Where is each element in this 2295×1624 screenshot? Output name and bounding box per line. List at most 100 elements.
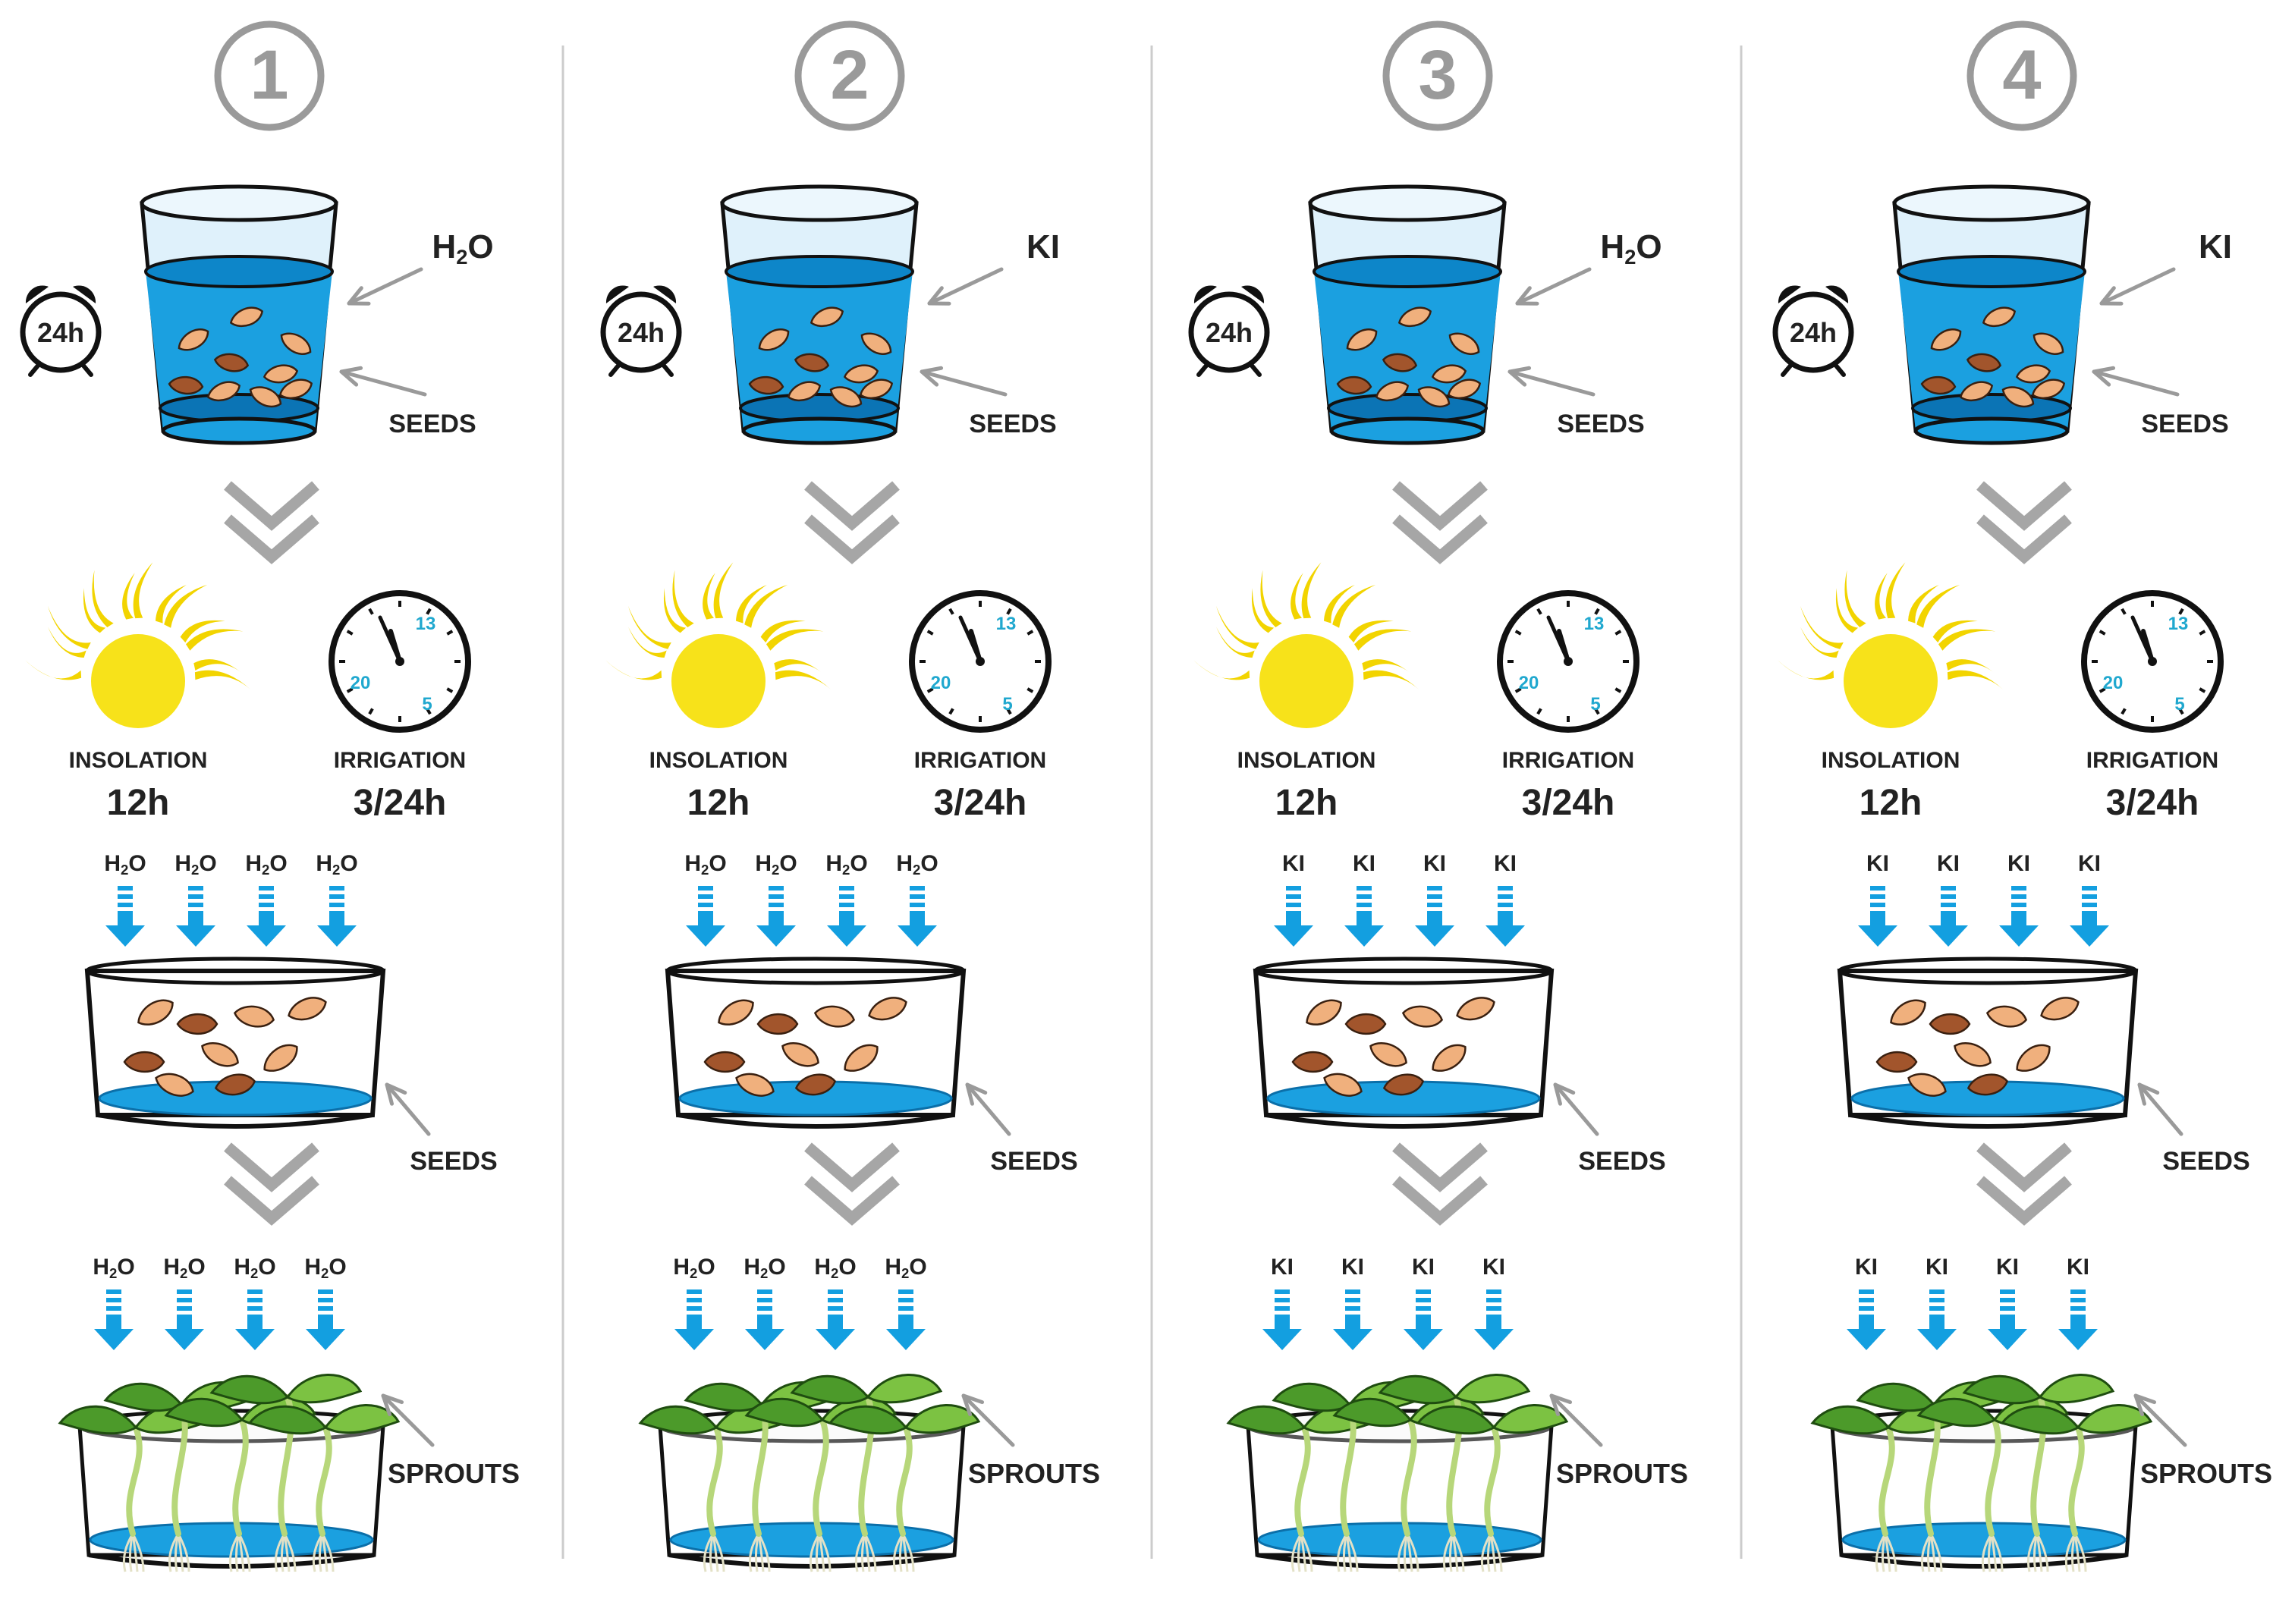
irrigation-arrow-icon [816,1289,855,1350]
seed-icon [1456,997,1495,1021]
irrigation-arrow-icon [165,1289,204,1350]
seed-icon [263,364,299,384]
seed-icon [2032,332,2064,355]
soak-solution-label: KI [2199,228,2232,265]
irrigation-drop-label: H2O [755,851,797,878]
sprout-tray-icon [1226,1374,1569,1572]
irrigation-arrow-icon [1485,886,1525,947]
formula-base: KI [2078,851,2101,876]
sprout-icon [58,1404,211,1537]
sprouts-group [1810,1374,2153,1572]
formula-tail: O [697,1255,715,1280]
irrigation-arrow-icon [176,886,215,947]
seed-icon [859,379,894,400]
alarm-clock-icon: 24h [600,285,682,377]
irrigation-arrow-icon [247,886,286,947]
sprout-tray-icon [58,1374,401,1572]
clock-number: 5 [1590,694,1600,715]
seed-icon [214,1073,256,1096]
formula-base: KI [1937,851,1960,876]
seed-icon [1382,353,1418,372]
irrigation-drop-label: KI [1353,851,1375,876]
formula-subscript: 2 [180,1265,187,1281]
seed-icon [229,306,264,328]
clock-number: 20 [351,673,371,693]
tray-seeds-label: SEEDS [1578,1147,1665,1176]
irrigation-arrow-icon [1333,1289,1372,1350]
irrigation-arrow-icon [2058,1289,2098,1350]
insolation-value: 12h [107,783,170,823]
pointer-arrow-icon [2099,267,2176,306]
formula-base: KI [1026,228,1060,265]
formula-subscript: 2 [109,1265,117,1281]
irrigation-drop-label: KI [1282,851,1305,876]
pointer-arrow-icon [2133,1393,2187,1447]
formula-tail: O [850,851,867,876]
seed-icon [748,375,784,395]
irrigation-drop-label: H2O [885,1255,926,1281]
formula-subscript: 2 [262,862,269,878]
soak-solution-label: H2O [432,228,493,269]
seed-icon [787,381,822,402]
irrigation-arrow-icon [235,1289,275,1350]
step-number: 2 [830,36,869,114]
irrigation-arrow-icon [1474,1289,1514,1350]
insolation-value: 12h [687,783,750,823]
formula-base: H [896,851,913,876]
irrigation-drop-label: H2O [825,851,867,878]
formula-tail: O [838,1255,856,1280]
clock-number: 5 [2174,694,2184,715]
formula-base: H [755,851,772,876]
timer-label: 24h [1206,317,1253,348]
irrigation-value: 3/24h [2106,783,2199,823]
irrigation-drop-label: H2O [744,1255,785,1281]
formula-base: H [174,851,191,876]
seed-icon [1369,1042,1407,1067]
formula-subscript: 2 [1624,245,1636,269]
clock-number: 5 [422,694,432,715]
seed-icon [1875,1051,1918,1073]
clock-number: 13 [2168,614,2189,634]
step-number: 3 [1418,36,1457,114]
seed-icon [168,375,204,395]
irrigation-arrow-icon [1999,886,2039,947]
seed-icon [1982,306,2017,328]
formula-subscript: 2 [121,862,128,878]
irrigation-value: 3/24h [934,783,1027,823]
protocol-column: 324hH2OSEEDS13205INSOLATION12hIRRIGATION… [1188,20,1688,1572]
seed-icon [829,386,863,408]
sprout-tray-icon [1810,1374,2153,1572]
seeds-label: SEEDS [1557,410,1644,438]
formula-base: H [673,1255,690,1280]
clock-number: 13 [416,614,436,634]
clock-number: 20 [2103,673,2124,693]
seed-icon [278,379,313,400]
seed-icon [1431,364,1467,384]
protocol-column: 124hH2OSEEDS13205INSOLATION12hIRRIGATION… [20,20,520,1572]
formula-tail: O [1636,228,1662,265]
formula-base: H [316,851,332,876]
irrigation-arrow-icon [745,1289,784,1350]
double-chevron-down-icon [804,481,900,564]
pointer-arrow-icon [1553,1082,1599,1136]
pointer-arrow-icon [1515,267,1592,306]
step-number: 4 [2002,36,2041,114]
seeds-label: SEEDS [2141,410,2228,438]
pointer-arrow-icon [920,366,1008,397]
timer-label: 24h [37,317,84,348]
seed-icon [1432,1044,1467,1072]
timer-label: 24h [1790,317,1837,348]
water-glass-icon [1892,184,2091,445]
seed-icon [813,1005,856,1028]
seeds-label: SEEDS [969,410,1056,438]
step-number-circle-icon: 2 [794,20,905,131]
irrigation-drop-label: H2O [245,851,287,878]
formula-subscript: 2 [250,1265,258,1281]
sun-icon [1193,562,1419,728]
seed-icon [1447,379,1482,400]
formula-base: H [825,851,842,876]
pointer-arrow-icon [347,267,423,306]
irrigation-drop-label: KI [1412,1255,1435,1280]
irrigation-drop-label: H2O [814,1255,856,1281]
formula-base: H [432,228,456,265]
